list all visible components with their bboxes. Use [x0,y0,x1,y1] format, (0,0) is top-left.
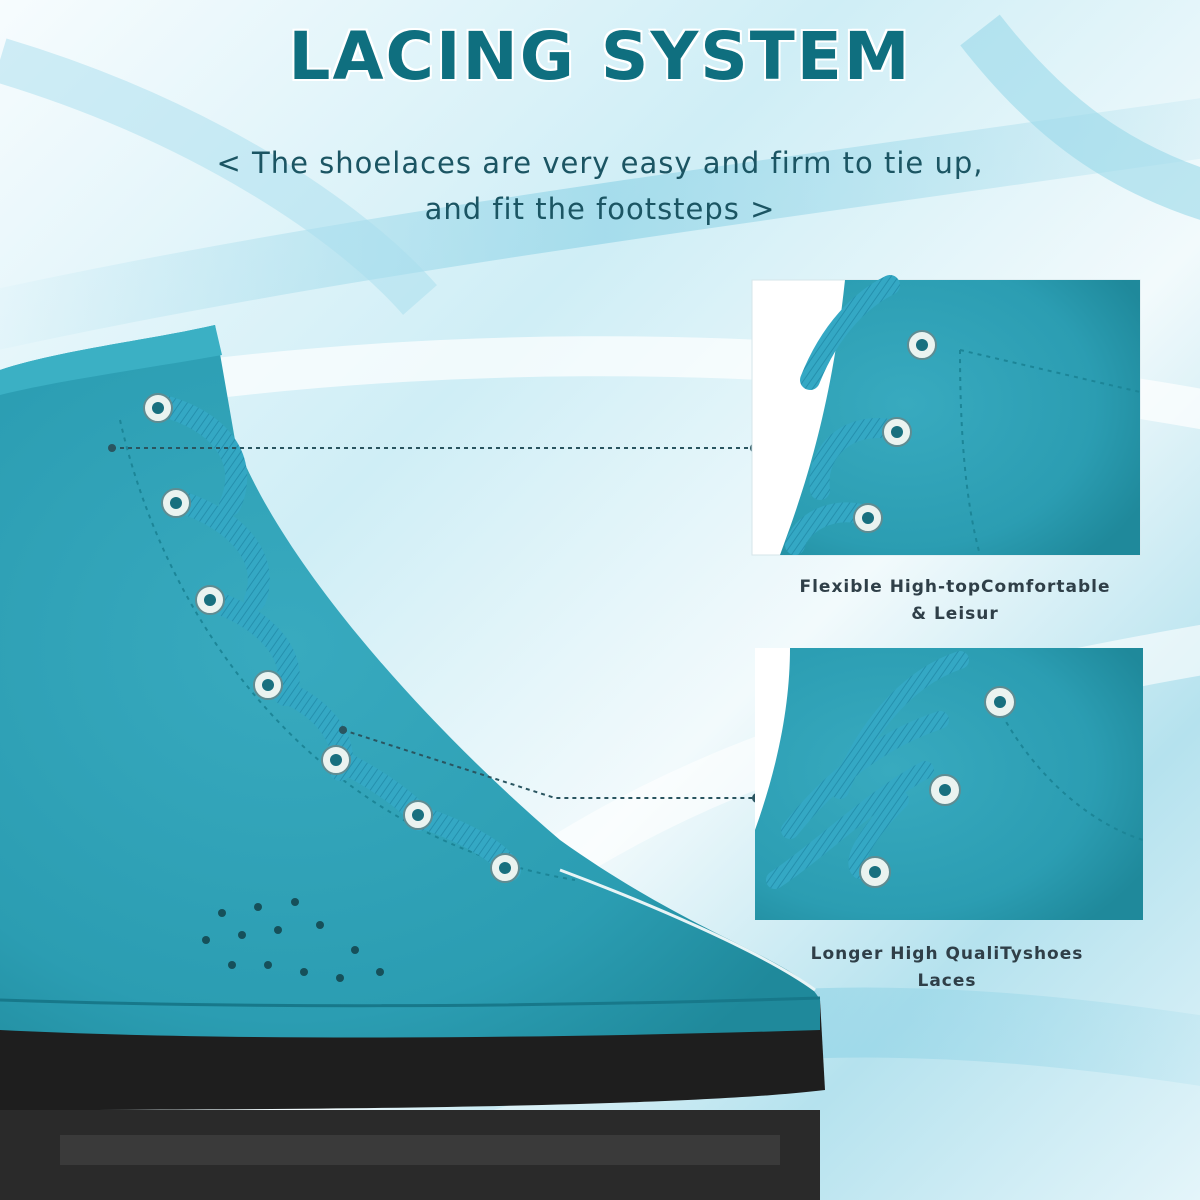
callout-1-caption-line-1: Flexible High-topComfortable [799,577,1111,597]
page-title: LACING SYSTEM [288,18,912,95]
callout-2-caption-line-2: Laces [917,971,977,991]
detail-photo-laces [755,648,1144,920]
callout-2-caption-line-1: Longer High QualiTyshoes [810,944,1084,964]
subtitle-line-1: < The shoelaces are very easy and firm t… [216,146,984,180]
detail-photo-hightop [751,275,1141,556]
callout-1-caption-line-2: & Leisur [911,604,999,624]
skate-boot-illustration [0,325,825,1200]
subtitle-line-2: and fit the footsteps > [424,192,776,226]
